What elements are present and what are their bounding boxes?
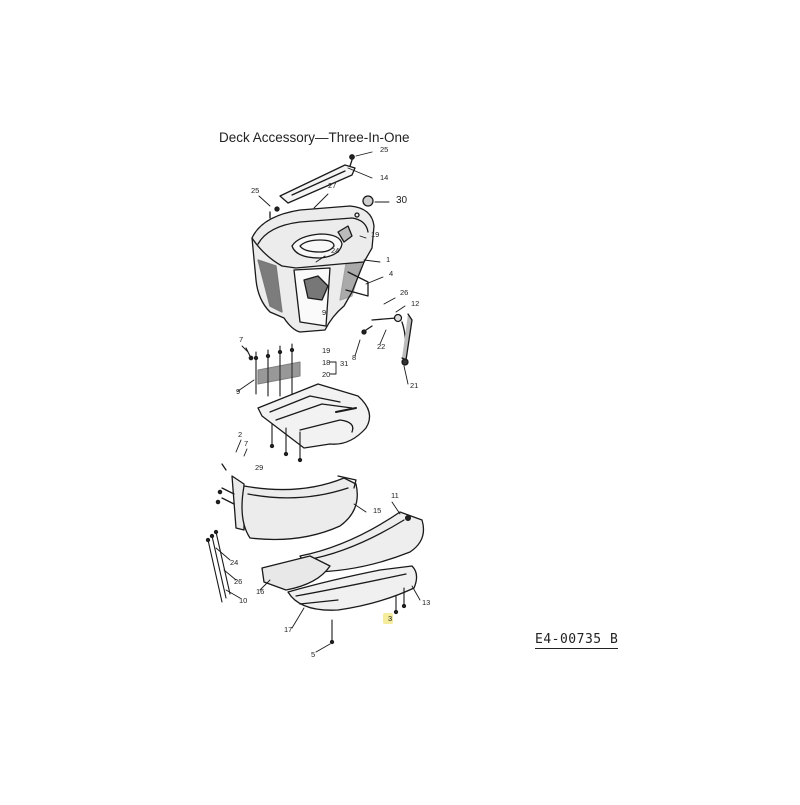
cap-part bbox=[362, 195, 374, 207]
callout-label: 24 bbox=[331, 246, 339, 255]
callout-label: 20 bbox=[322, 370, 330, 379]
callout-label: 7 bbox=[239, 335, 243, 344]
callout-label: 22 bbox=[377, 342, 385, 351]
callout-label: 18 bbox=[322, 358, 330, 367]
callout-label: 15 bbox=[373, 506, 381, 515]
adapter-plate-part bbox=[257, 383, 371, 449]
hopper-body-part bbox=[251, 205, 375, 333]
bottom-pan-part bbox=[287, 565, 418, 611]
callout-label: 1 bbox=[386, 255, 390, 264]
diagram-title: Deck Accessory—Three-In-One bbox=[219, 130, 410, 145]
callout-label: 5 bbox=[311, 650, 315, 659]
callout-label: 2 bbox=[238, 430, 242, 439]
callout-label: 26 bbox=[400, 288, 408, 297]
callout-label: 17 bbox=[284, 625, 292, 634]
callout-highlight bbox=[383, 613, 393, 624]
callout-label: 13 bbox=[422, 598, 430, 607]
callout-label: 12 bbox=[411, 299, 419, 308]
callout-label: 10 bbox=[239, 596, 247, 605]
callout-label: 25 bbox=[380, 145, 388, 154]
callout-label: 25 bbox=[251, 186, 259, 195]
bracket-part bbox=[215, 463, 245, 531]
callout-label: 19 bbox=[322, 346, 330, 355]
callout-label: 8 bbox=[352, 353, 356, 362]
linkage-part bbox=[361, 313, 413, 366]
front-shroud-part bbox=[299, 511, 425, 573]
chute-part bbox=[241, 475, 358, 541]
callout-label: 30 bbox=[396, 195, 408, 206]
callout-label: 27 bbox=[328, 181, 336, 190]
callout-label: 24 bbox=[230, 558, 238, 567]
callout-label: 9 bbox=[236, 387, 240, 396]
callout-label: 29 bbox=[255, 463, 263, 472]
callout-label: 21 bbox=[410, 381, 418, 390]
callout-label: 16 bbox=[256, 587, 264, 596]
callout-label: 11 bbox=[391, 491, 399, 500]
callout-label: 19 bbox=[371, 230, 379, 239]
callout-label: 4 bbox=[389, 269, 393, 278]
callout-label: 7 bbox=[244, 439, 248, 448]
callout-label: 31 bbox=[340, 359, 348, 368]
callout-label: 9 bbox=[322, 308, 326, 317]
fastener-set bbox=[245, 343, 301, 397]
deflector-part bbox=[261, 555, 331, 591]
document-code: E4-00735 B bbox=[535, 632, 619, 649]
callout-label: 26 bbox=[234, 577, 242, 586]
lever-arm-part bbox=[269, 154, 356, 219]
callout-label: 14 bbox=[380, 173, 388, 182]
callout-label: 3 bbox=[388, 614, 392, 623]
